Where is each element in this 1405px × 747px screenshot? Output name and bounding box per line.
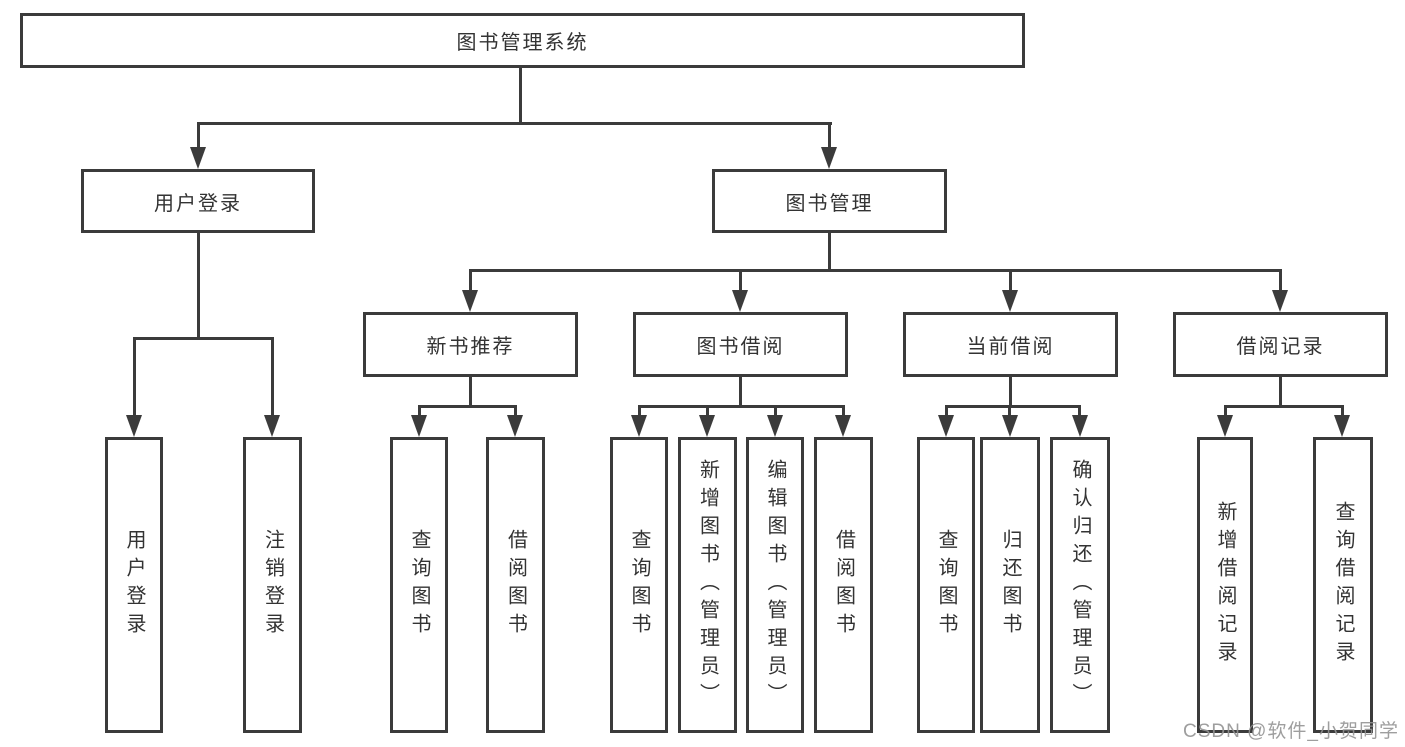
leaf-add-borrow-record: 新增借阅记录 [1197,437,1253,733]
connector-line [1224,405,1227,415]
connector-line [1224,405,1344,408]
connector-line [1279,269,1282,290]
leaf-label: 新增借阅记录 [1214,501,1236,669]
arrow-down-icon [264,415,280,437]
leaf-edit-books-admin: 编辑图书（管理员） [746,437,804,733]
node-borrowing-records: 借阅记录 [1173,312,1388,377]
arrow-down-icon [1272,290,1288,312]
arrow-down-icon [767,415,783,437]
arrow-down-icon [507,415,523,437]
arrow-down-icon [732,290,748,312]
node-label: 用户登录 [154,192,242,215]
connector-line [1279,377,1282,405]
connector-line [828,122,831,147]
arrow-down-icon [1217,415,1233,437]
connector-line [197,122,832,125]
leaf-query-borrow-record: 查询借阅记录 [1313,437,1373,733]
arrow-down-icon [126,415,142,437]
arrow-down-icon [411,415,427,437]
connector-line [842,405,845,415]
connector-line [638,405,845,408]
node-label: 图书管理系统 [456,32,589,54]
leaf-label: 注销登录 [261,529,284,641]
connector-line [133,337,274,340]
arrow-down-icon [835,415,851,437]
leaf-add-books-admin: 新增图书（管理员） [678,437,737,733]
arrow-down-icon [1334,415,1350,437]
leaf-confirm-return-admin: 确认归还（管理员） [1050,437,1110,733]
node-user-login: 用户登录 [81,169,315,233]
connector-line [638,405,641,415]
connector-line [514,405,517,415]
connector-line [706,405,709,415]
node-new-book-recommendation: 新书推荐 [363,312,578,377]
connector-line [828,233,831,269]
node-book-management: 图书管理 [712,169,947,233]
connector-line [1009,377,1012,405]
leaf-return-books: 归还图书 [980,437,1040,733]
leaf-label: 确认归还（管理员） [1069,459,1091,711]
leaf-label: 新增图书（管理员） [696,459,719,711]
leaf-label: 借阅图书 [832,529,855,641]
node-label: 借阅记录 [1236,336,1325,358]
arrow-down-icon [631,415,647,437]
leaf-borrow-books: 借阅图书 [814,437,873,733]
connector-line [133,337,136,415]
leaf-label: 借阅图书 [504,529,527,641]
node-label: 图书借阅 [696,336,785,358]
connector-line [945,405,1081,408]
leaf-user-login: 用户登录 [105,437,163,733]
leaf-label: 编辑图书（管理员） [764,459,786,711]
arrow-down-icon [1072,415,1088,437]
node-label: 当前借阅 [966,336,1055,358]
leaf-query-books: 查询图书 [917,437,975,733]
arrow-down-icon [938,415,954,437]
connector-line [418,405,516,408]
connector-line [271,337,274,415]
connector-line [1341,405,1344,415]
connector-line [1078,405,1081,415]
leaf-label: 查询图书 [408,529,430,641]
leaf-borrow-books: 借阅图书 [486,437,545,733]
arrow-down-icon [1002,290,1018,312]
arrow-down-icon [821,147,837,169]
connector-line [418,405,421,415]
connector-line [739,269,742,290]
connector-line [739,377,742,405]
arrow-down-icon [462,290,478,312]
connector-line [774,405,777,415]
connector-line [1008,405,1011,415]
leaf-logout: 注销登录 [243,437,302,733]
arrow-down-icon [190,147,206,169]
leaf-label: 查询借阅记录 [1332,501,1354,669]
node-label: 新书推荐 [426,336,515,358]
node-library-management-system: 图书管理系统 [20,13,1025,68]
connector-line [1009,269,1012,290]
leaf-label: 查询图书 [935,529,957,641]
connector-line [945,405,948,415]
node-book-borrowing: 图书借阅 [633,312,848,377]
connector-line [469,377,472,405]
arrow-down-icon [699,415,715,437]
connector-line [519,68,522,122]
arrow-down-icon [1002,415,1018,437]
leaf-label: 用户登录 [123,529,145,641]
leaf-query-books: 查询图书 [610,437,668,733]
leaf-label: 查询图书 [628,529,650,641]
connector-line [197,233,200,337]
connector-line [469,269,472,290]
node-current-borrowing: 当前借阅 [903,312,1118,377]
leaf-label: 归还图书 [999,529,1021,641]
watermark: CSDN @软件_小贺同学 [1183,721,1399,742]
connector-line [469,269,1282,272]
leaf-query-books: 查询图书 [390,437,448,733]
node-label: 图书管理 [785,192,874,215]
connector-line [197,122,200,147]
